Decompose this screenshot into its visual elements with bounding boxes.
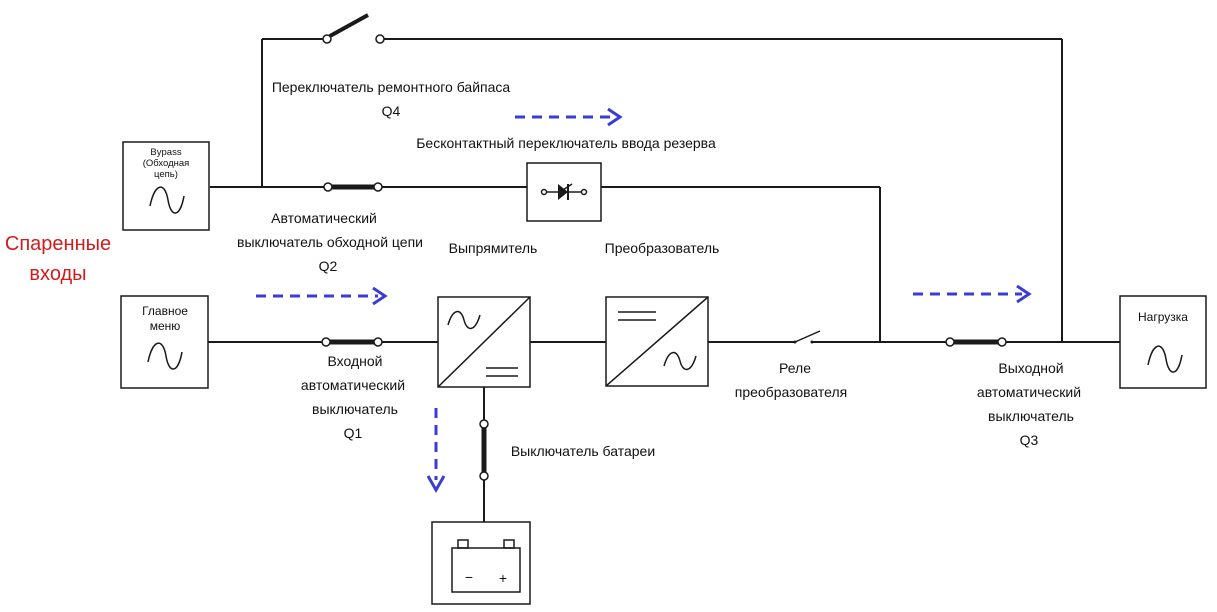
inverter-box [605, 296, 709, 387]
paired-inputs-line1: Спаренные [5, 233, 111, 255]
inverter-label: Преобразователь [605, 240, 720, 256]
static-transfer-switch-box [526, 162, 602, 222]
q1-label-line3: выключатель [312, 401, 398, 417]
q2-label-line1: Автоматический [271, 210, 377, 226]
sine-wave-icon [1147, 345, 1183, 373]
load-box: Нагрузка [1119, 295, 1207, 389]
bypass-flow-arrow [515, 107, 623, 127]
battery-switch-label: Выключатель батареи [511, 443, 655, 459]
inverter-relay-switch[interactable] [793, 330, 821, 344]
q4-label-line1: Переключатель ремонтного байпаса [272, 79, 511, 95]
q1-label-line4: Q1 [344, 425, 363, 441]
bypass-source-box: Bypass (Обходная цепь) [122, 141, 210, 231]
battery-breaker[interactable] [479, 419, 489, 481]
inverter-relay-label-line2: преобразователя [735, 384, 848, 400]
q2-label-line3: Q2 [319, 258, 338, 274]
q3-output-breaker[interactable] [945, 337, 1007, 347]
q4-maintenance-bypass-switch[interactable] [322, 13, 385, 44]
main-source-line1: Главное [142, 304, 188, 318]
q1-input-breaker[interactable] [321, 337, 383, 347]
q2-label-line2: выключатель обходной цепи [237, 234, 423, 250]
q1-label-line2: автоматический [301, 377, 405, 393]
main-source-box: Главное меню [120, 295, 209, 389]
bypass-source-line2: (Обходная [143, 158, 190, 169]
main-input-flow-arrow [256, 286, 388, 306]
thyristor-icon [540, 183, 588, 200]
sine-wave-icon [147, 342, 183, 370]
q4-label-line2: Q4 [382, 103, 401, 119]
battery-minus-sign: − [465, 569, 473, 585]
ac-dc-converter-icon [437, 296, 531, 388]
paired-inputs-line2: входы [29, 263, 86, 285]
q1-label-line1: Входной [327, 353, 382, 369]
flow-arrows [256, 107, 1032, 494]
sine-wave-icon [149, 186, 185, 214]
rectifier-box [437, 296, 531, 388]
rectifier-label: Выпрямитель [449, 240, 538, 256]
battery-box: − + [431, 521, 531, 605]
load-label: Нагрузка [1138, 310, 1188, 324]
dc-ac-converter-icon [605, 296, 709, 387]
q3-label-line1: Выходной [998, 360, 1063, 376]
inverter-relay-label-line1: Реле [779, 360, 811, 376]
bypass-source-line3: цепь) [154, 169, 178, 180]
q2-bypass-breaker[interactable] [323, 182, 383, 192]
paired-inputs-label: Спаренные входы [5, 233, 111, 285]
battery-icon: − + [451, 539, 521, 593]
main-source-line2: меню [150, 319, 181, 333]
battery-plus-sign: + [499, 570, 507, 586]
q3-label-line2: автоматический [977, 384, 1081, 400]
q3-label-line3: выключатель [988, 408, 1074, 424]
output-flow-arrow [913, 284, 1032, 304]
battery-flow-arrow [426, 408, 446, 494]
static-switch-label: Бесконтактный переключатель ввода резерв… [416, 135, 716, 151]
bypass-source-line1: Bypass [150, 147, 181, 158]
wiring [208, 38, 1120, 522]
q3-label-line4: Q3 [1020, 432, 1039, 448]
